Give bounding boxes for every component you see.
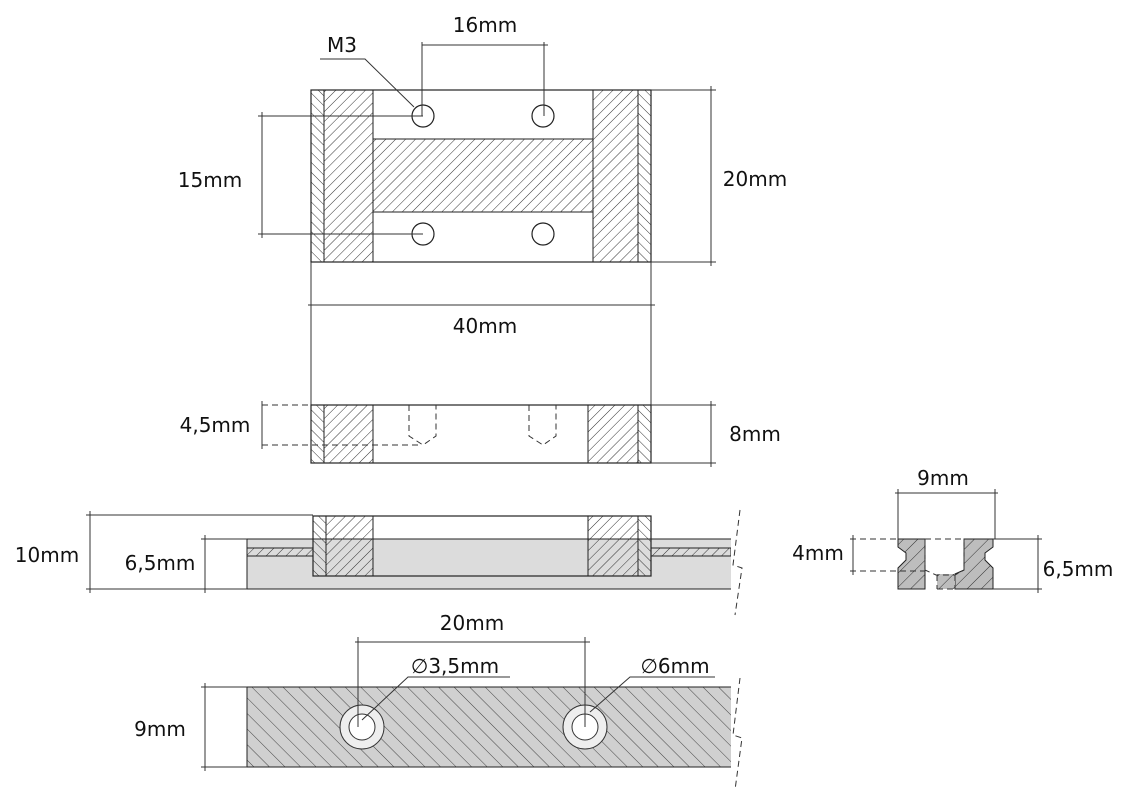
left-block-hatch — [323, 89, 374, 263]
dim-10mm: 10mm — [15, 543, 79, 567]
label-diameter-6mm: ∅6mm — [640, 654, 709, 678]
rail-profile: 9mm 4mm 6,5mm — [792, 466, 1113, 593]
profile-right — [954, 538, 994, 590]
rail-top-view: 20mm ∅3,5mm ∅6mm 9mm — [134, 611, 743, 791]
m3-hole — [531, 104, 555, 128]
dim-4-5mm: 4,5mm — [180, 413, 251, 437]
right-edge-hatch — [637, 89, 652, 263]
label-m3: M3 — [327, 33, 357, 57]
dim-15mm: 15mm — [178, 168, 242, 192]
dim-9mm: 9mm — [134, 717, 186, 741]
right-block-hatch — [592, 89, 639, 263]
center-band-hatch — [372, 138, 594, 213]
top-view: 16mm M3 15mm 20mm 40mm — [178, 13, 787, 405]
side-view: 4,5mm 8mm — [180, 401, 781, 467]
dim-16mm: 16mm — [453, 13, 517, 37]
threaded-hole-hidden — [528, 405, 557, 446]
dim-20mm-spacing: 20mm — [440, 611, 504, 635]
dim-20mm: 20mm — [723, 167, 787, 191]
break-line — [732, 677, 743, 791]
dim-9mm-profile: 9mm — [917, 466, 969, 490]
rail-body — [246, 686, 734, 768]
dim-6-5mm-profile: 6,5mm — [1043, 557, 1114, 581]
dim-40mm: 40mm — [453, 314, 517, 338]
m3-hole — [531, 222, 555, 246]
label-diameter-3-5mm: ∅3,5mm — [411, 654, 499, 678]
dim-8mm: 8mm — [729, 422, 781, 446]
break-line — [732, 509, 743, 616]
profile-left — [897, 538, 926, 590]
front-section: 10mm 6,5mm — [15, 505, 743, 616]
threaded-hole-hidden — [408, 405, 437, 446]
hole-3-5mm — [348, 713, 376, 741]
dim-6-5mm: 6,5mm — [125, 551, 196, 575]
dim-4mm: 4mm — [792, 541, 844, 565]
